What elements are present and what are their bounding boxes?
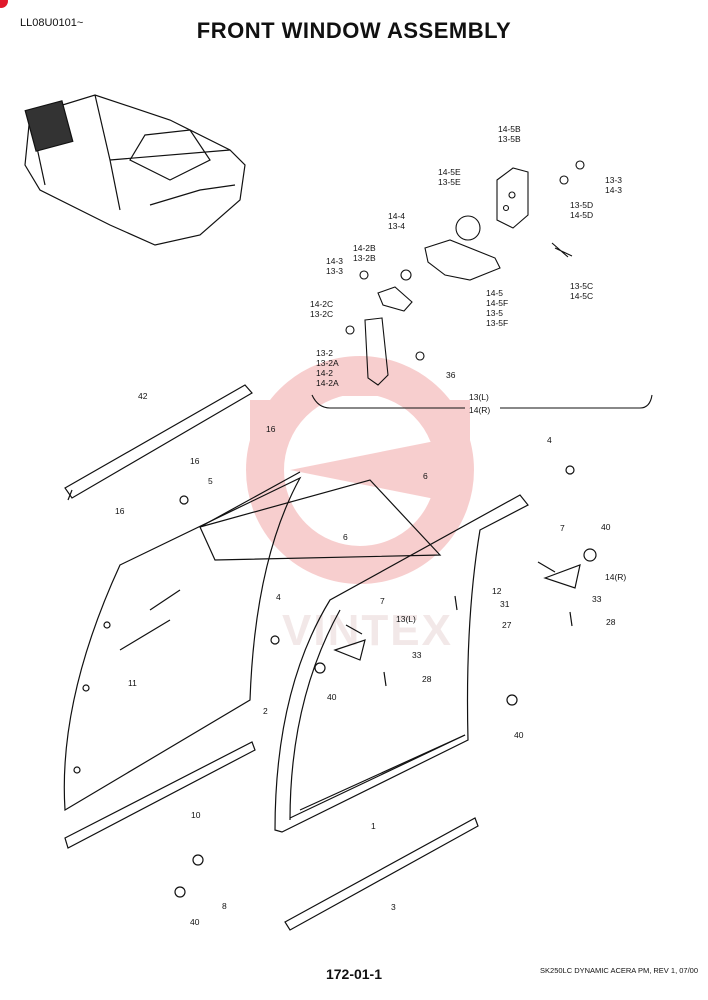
- drawing-code: LL08U0101~: [20, 17, 84, 29]
- watermark-text: VINTEX: [282, 606, 453, 655]
- callout-13L: 13(L): [396, 614, 416, 624]
- callout-14-4: 14-4: [388, 211, 405, 221]
- callout-13-5: 13-5: [486, 308, 503, 318]
- callout-14-3-a: 14-3: [605, 185, 622, 195]
- callout-8: 8: [222, 901, 227, 911]
- callout-14-5E: 14-5E: [438, 167, 461, 177]
- callout-13L-top: 13(L): [469, 392, 489, 402]
- callout-28-b: 28: [422, 674, 432, 684]
- callout-28-a: 28: [606, 617, 616, 627]
- callout-13-4: 13-4: [388, 221, 405, 231]
- callout-2: 2: [263, 706, 268, 716]
- callout-14-2C: 14-2C: [310, 299, 333, 309]
- callout-13-2A: 13-2A: [316, 358, 339, 368]
- revision-note: SK250LC DYNAMIC ACERA PM, REV 1, 07/00: [540, 966, 698, 975]
- callout-36: 36: [446, 370, 456, 380]
- callout-14-2B: 14-2B: [353, 243, 376, 253]
- callout-42: 42: [138, 391, 148, 401]
- callout-12: 12: [492, 586, 502, 596]
- callout-13-5F: 13-5F: [486, 318, 508, 328]
- callout-7-b: 7: [380, 596, 385, 606]
- callout-7-a: 7: [560, 523, 565, 533]
- callout-14-5D: 14-5D: [570, 210, 593, 220]
- callout-14R: 14(R): [605, 572, 626, 582]
- callout-14-5C: 14-5C: [570, 291, 593, 301]
- callout-16-b: 16: [190, 456, 200, 466]
- callout-31: 31: [500, 599, 510, 609]
- callout-40-a: 40: [601, 522, 611, 532]
- callout-4-a: 4: [547, 435, 552, 445]
- corner-marker: [0, 0, 8, 8]
- page-title: FRONT WINDOW ASSEMBLY: [196, 18, 512, 43]
- callout-40-c: 40: [514, 730, 524, 740]
- callout-11: 11: [128, 678, 137, 688]
- callout-14-5B: 14-5B: [498, 124, 521, 134]
- callout-13-2B: 13-2B: [353, 253, 376, 263]
- callout-40-b: 40: [327, 692, 337, 702]
- callout-13-5E: 13-5E: [438, 177, 461, 187]
- window-parts: [63, 384, 597, 931]
- callout-14R-top: 14(R): [469, 405, 490, 415]
- callout-labels: 14-5B 13-5B 14-5E 13-5E 13-3 14-3 13-5D …: [115, 124, 626, 927]
- page-number: 172-01-1: [325, 966, 383, 982]
- callout-14-2A: 14-2A: [316, 378, 339, 388]
- callout-13-3-b: 13-3: [326, 266, 343, 276]
- linkage-parts: [311, 160, 653, 409]
- callout-13-3-a: 13-3: [605, 175, 622, 185]
- callout-3: 3: [391, 902, 396, 912]
- cab-illustration: [24, 94, 246, 246]
- callout-14-3-b: 14-3: [326, 256, 343, 266]
- callout-13-5C: 13-5C: [570, 281, 593, 291]
- callout-13-5B: 13-5B: [498, 134, 521, 144]
- watermark-logo: VINTEX: [246, 356, 474, 655]
- callout-14-5: 14-5: [486, 288, 503, 298]
- callout-16-c: 16: [115, 506, 125, 516]
- callout-13-5D: 13-5D: [570, 200, 593, 210]
- callout-16-a: 16: [266, 424, 276, 434]
- callout-14-5F: 14-5F: [486, 298, 508, 308]
- callout-27: 27: [502, 620, 512, 630]
- callout-33-a: 33: [592, 594, 602, 604]
- callout-6-a: 6: [423, 471, 428, 481]
- callout-6-b: 6: [343, 532, 348, 542]
- callout-40-d: 40: [190, 917, 200, 927]
- callout-5: 5: [208, 476, 213, 486]
- callout-10: 10: [191, 810, 201, 820]
- callout-4-b: 4: [276, 592, 281, 602]
- callout-1: 1: [371, 821, 376, 831]
- callout-13-2: 13-2: [316, 348, 333, 358]
- callout-33-b: 33: [412, 650, 422, 660]
- callout-14-2: 14-2: [316, 368, 333, 378]
- callout-13-2C: 13-2C: [310, 309, 333, 319]
